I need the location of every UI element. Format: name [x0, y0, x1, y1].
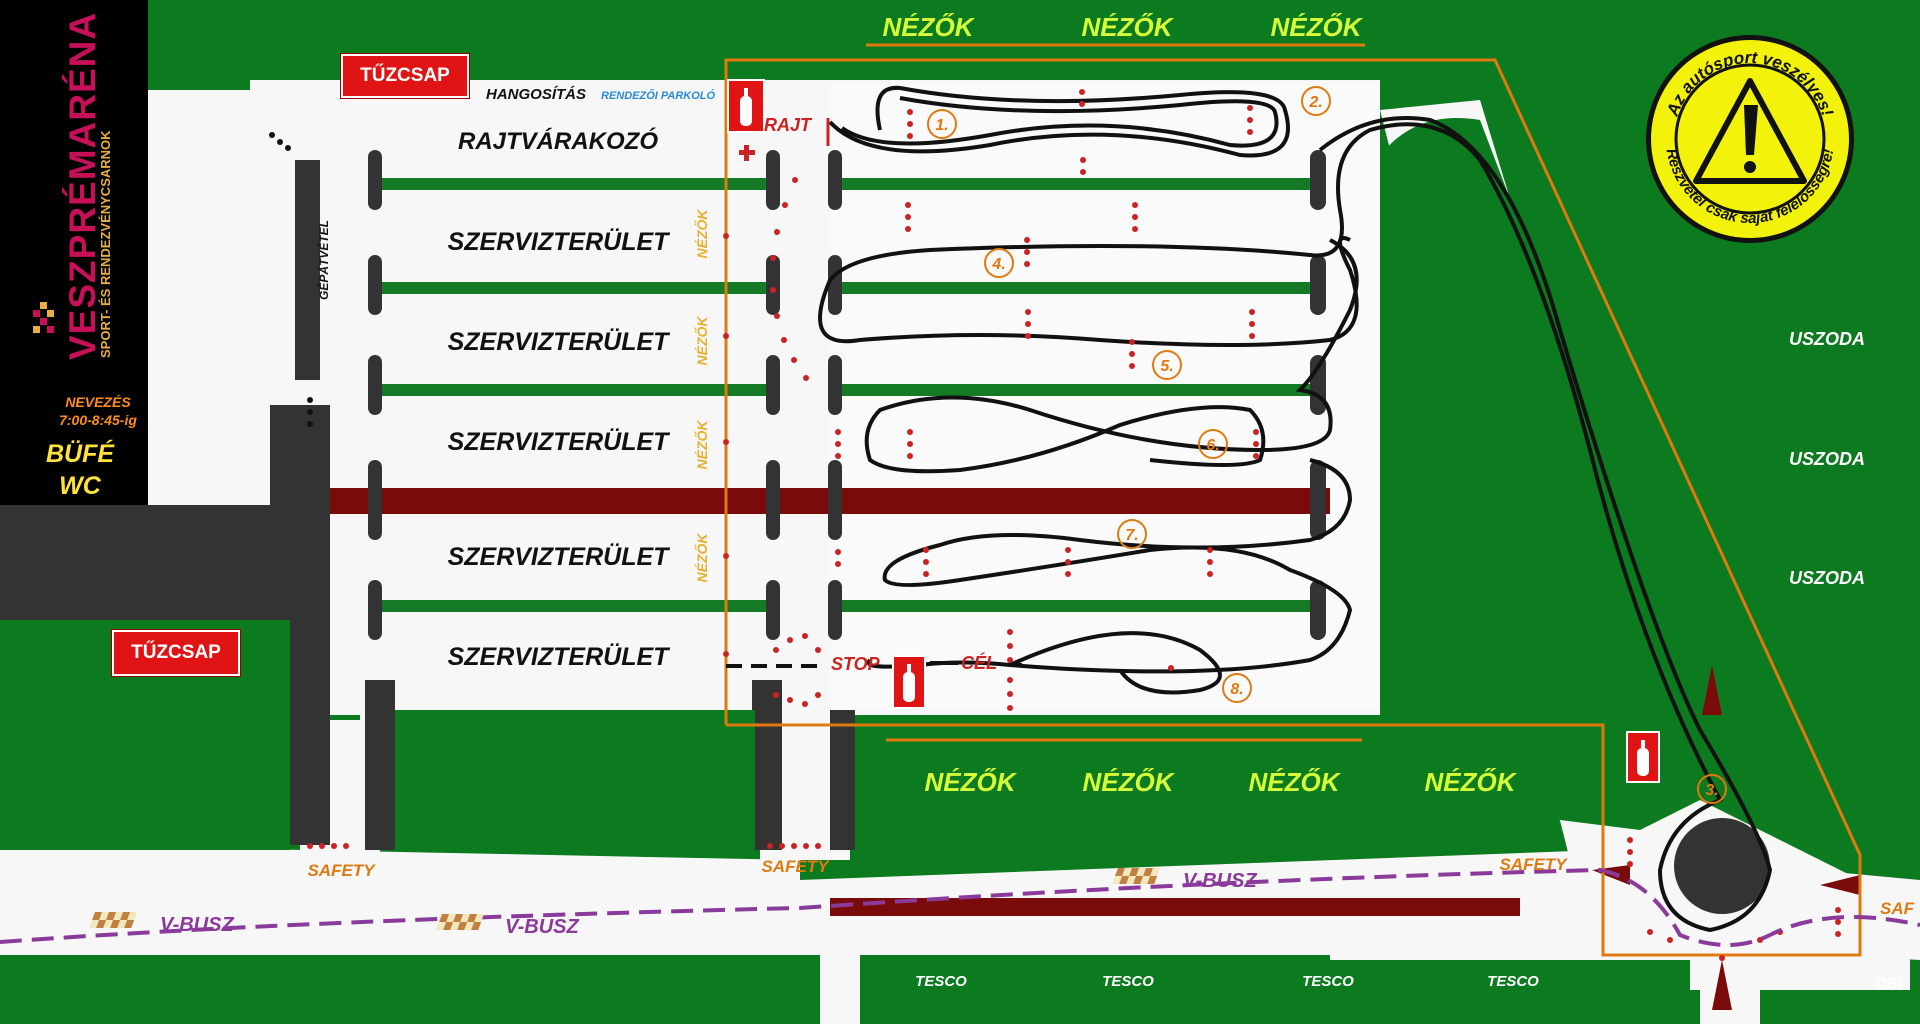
bufe-wc-info: BÜFÉ WC [30, 438, 130, 502]
safety-labels: SAFETY SAFETY SAFETY [307, 855, 1568, 880]
nevezes-info: NEVEZÉS 7:00-8:45-ig [48, 393, 148, 429]
checkpoint-label: 4. [991, 256, 1005, 273]
nezok-label: NÉZŐK [883, 12, 976, 42]
lane-caps [368, 150, 1326, 640]
tesco-label: TESCO [1102, 973, 1154, 990]
tuzcsap-label: TŰZCSAP [131, 642, 221, 663]
vbusz-label: V-BUSZ [505, 916, 579, 938]
obi-label: OBI [1875, 975, 1903, 992]
uszoda-label: USZODA [1789, 329, 1865, 349]
warning-sign: Az autósport veszélyes! Részvétel csak s… [1646, 35, 1854, 243]
nezok-label: NÉZŐK [1249, 767, 1342, 797]
vbusz-label: V-BUSZ [160, 914, 234, 936]
fire-extinguisher-icon [727, 79, 765, 133]
nezok-side-label: NÉZŐK [693, 533, 710, 583]
service-area-labels: SZERVIZTERÜLET SZERVIZTERÜLET SZERVIZTER… [448, 227, 672, 671]
nezok-label: NÉZŐK [1082, 12, 1175, 42]
tuzcsap-sign: TŰZCSAP [341, 54, 469, 98]
vbusz-flag-icons [89, 868, 1160, 930]
nezok-label: NÉZŐK [1425, 767, 1518, 797]
tesco-label: TESCO [915, 973, 967, 990]
service-area-label: SZERVIZTERÜLET [448, 542, 672, 571]
tuzcsap-sign: TŰZCSAP [112, 630, 240, 676]
service-area-label: SZERVIZTERÜLET [448, 427, 672, 456]
saf-label: SAF [1880, 899, 1915, 918]
checkpoint-markers [927, 86, 1727, 804]
exclamation-warning-icon [1693, 78, 1807, 184]
nezok-label: NÉZŐK [1271, 12, 1364, 42]
nezok-labels: NÉZŐK NÉZŐK NÉZŐK NÉZŐK NÉZŐK NÉZŐK NÉZŐ… [883, 12, 1518, 797]
black-dots [269, 132, 313, 427]
nezok-label: NÉZŐK [1083, 767, 1176, 797]
nezok-side-label: NÉZŐK [693, 420, 710, 470]
first-aid-icon [739, 145, 755, 161]
wc-label: WC [59, 472, 101, 500]
track-path [818, 85, 1773, 933]
vbusz-label: V-BUSZ [1183, 870, 1257, 892]
safety-label: SAFETY [761, 857, 830, 876]
bus-route [0, 867, 1920, 947]
red-dots [307, 89, 1841, 961]
checkpoint-label: 3. [1705, 782, 1718, 799]
logo-mark-icon [33, 302, 54, 333]
rajtvarakozo-label: RAJTVÁRAKOZÓ [458, 127, 658, 155]
uszoda-labels: USZODA USZODA USZODA [1789, 329, 1865, 588]
service-area-label: SZERVIZTERÜLET [448, 642, 672, 671]
asphalt-area [0, 160, 1770, 914]
vbusz-labels: V-BUSZ V-BUSZ V-BUSZ [160, 870, 1257, 938]
service-area-label: SZERVIZTERÜLET [448, 227, 672, 256]
cel-label: CÉL [961, 652, 997, 673]
rendezoi-parkolo-label: RENDEZŐI PARKOLÓ [601, 89, 716, 102]
uszoda-label: USZODA [1789, 449, 1865, 469]
checkpoint-label: 8. [1230, 681, 1243, 698]
grass-patches [0, 100, 1920, 1024]
service-area-label: SZERVIZTERÜLET [448, 327, 672, 356]
side-nezok-labels: NÉZŐK NÉZŐK NÉZŐK NÉZŐK [693, 209, 710, 583]
checkpoint-labels: 1. 2. 3. 4. 5. 6. 7. 8. [935, 94, 1718, 799]
safety-label: SAFETY [307, 861, 376, 880]
rajt-label: RAJT [764, 115, 813, 135]
checkpoint-label: 7. [1125, 527, 1138, 544]
service-lanes [378, 178, 1320, 612]
gepatvetel-label: GÉPÁTVÉTEL [316, 220, 331, 300]
fire-extinguisher-icon [1626, 731, 1660, 783]
nevezes-time: 7:00-8:45-ig [59, 412, 137, 428]
checkpoint-label: 1. [935, 117, 948, 134]
checkpoint-label: 2. [1308, 94, 1322, 111]
nezok-side-label: NÉZŐK [693, 316, 710, 366]
tuzcsap-label: TŰZCSAP [360, 65, 450, 86]
checkpoint-label: 6. [1206, 437, 1219, 454]
uszoda-label: USZODA [1789, 568, 1865, 588]
stop-label: STOP [831, 654, 881, 674]
tesco-labels: TESCO TESCO TESCO TESCO [915, 973, 1539, 990]
tesco-label: TESCO [1487, 973, 1539, 990]
bufe-label: BÜFÉ [45, 440, 115, 468]
fire-extinguisher-icon [892, 655, 926, 709]
safety-label: SAFETY [1499, 855, 1568, 874]
tesco-label: TESCO [1302, 973, 1354, 990]
checkpoint-label: 5. [1160, 358, 1173, 375]
hangositas-label: HANGOSÍTÁS [486, 86, 586, 103]
logo-subtitle: SPORT- ÉS RENDEZVÉNYCSARNOK [98, 130, 113, 358]
veszpremarena-logo: VESZPRÉMARÉNA SPORT- ÉS RENDEZVÉNYCSARNO… [0, 0, 148, 505]
nezok-label: NÉZŐK [925, 767, 1018, 797]
course-boundary [724, 58, 1862, 957]
nevezes-label: NEVEZÉS [65, 394, 131, 410]
nezok-side-label: NÉZŐK [693, 209, 710, 259]
